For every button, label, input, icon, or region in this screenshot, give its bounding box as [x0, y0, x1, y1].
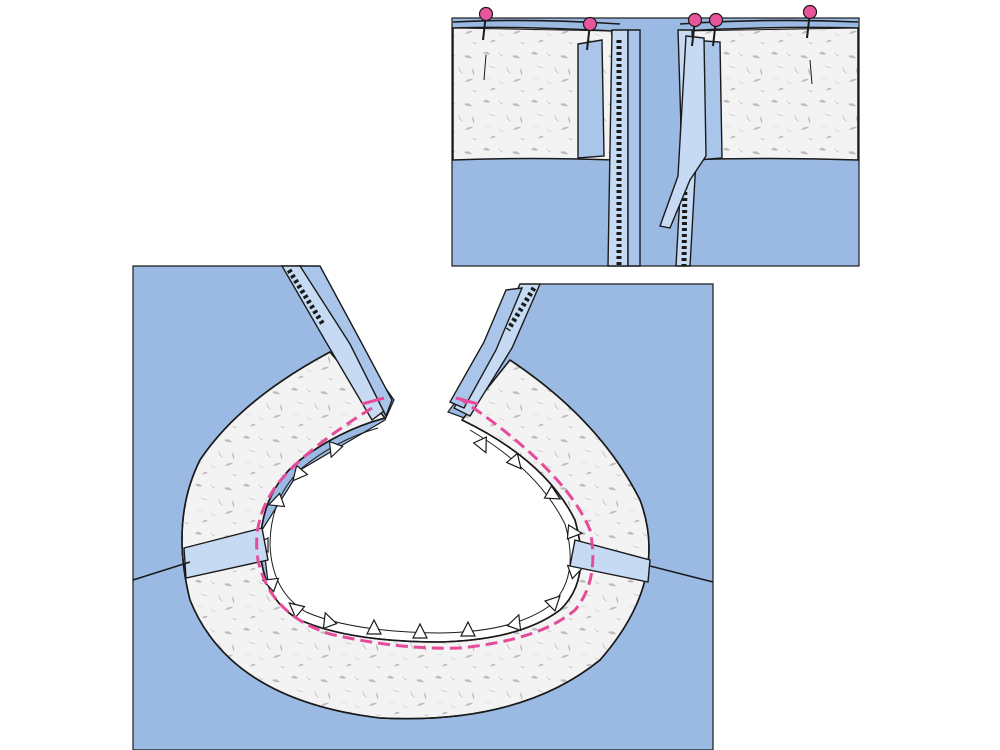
shoulder-seam-facing-right	[569, 539, 651, 583]
clip-notch	[543, 484, 562, 500]
zipper-end-left-tape	[298, 265, 393, 418]
neckline-facing-panel	[132, 265, 714, 750]
stitch-end-left	[361, 396, 385, 406]
shoulder-seam-line-right	[649, 565, 714, 583]
clip-notch	[566, 524, 584, 540]
pins	[478, 4, 818, 51]
fold-mark-right	[809, 59, 813, 85]
stitch-end-right	[455, 396, 479, 406]
clip-notch	[267, 492, 286, 508]
pin	[708, 12, 724, 47]
clip-notch	[506, 613, 522, 632]
clip-notch	[505, 452, 522, 470]
facing-fold-tab-left	[577, 39, 605, 159]
fold-mark-left	[483, 54, 487, 81]
clip-notch	[412, 622, 428, 639]
pin	[478, 6, 494, 41]
zipper-facing-detail-panel	[451, 4, 860, 267]
clip-notch	[460, 620, 476, 637]
zipper-teeth-end-right	[505, 286, 537, 332]
interfaced-facing-right	[679, 26, 859, 161]
facing-top-edge-left	[452, 19, 621, 25]
clip-notch	[472, 436, 487, 454]
clip-notch	[322, 611, 338, 630]
stitching-line	[255, 398, 595, 650]
zipper-end-right-tape	[449, 287, 524, 409]
pin	[802, 4, 818, 39]
zipper-teeth-end-left	[286, 268, 327, 328]
neckline-edge-inner	[269, 427, 571, 634]
shoulder-seam-line-left	[132, 561, 191, 581]
shoulder-seam-facing-left	[183, 527, 269, 579]
clip-notch	[543, 595, 561, 613]
zipper-tape-left-edge	[627, 29, 641, 267]
facing-top-edge-underline-right	[682, 27, 859, 32]
clip-notch	[288, 602, 306, 619]
zipper-teeth-right	[681, 179, 688, 267]
clip-notch	[328, 440, 344, 459]
facing-flap-right	[659, 35, 707, 229]
clip-notch	[292, 464, 309, 482]
clip-notch	[366, 618, 382, 635]
pin	[582, 16, 598, 51]
pin	[687, 12, 703, 47]
neck-facing-outer-edge	[181, 351, 650, 720]
clip-notches	[252, 436, 585, 639]
